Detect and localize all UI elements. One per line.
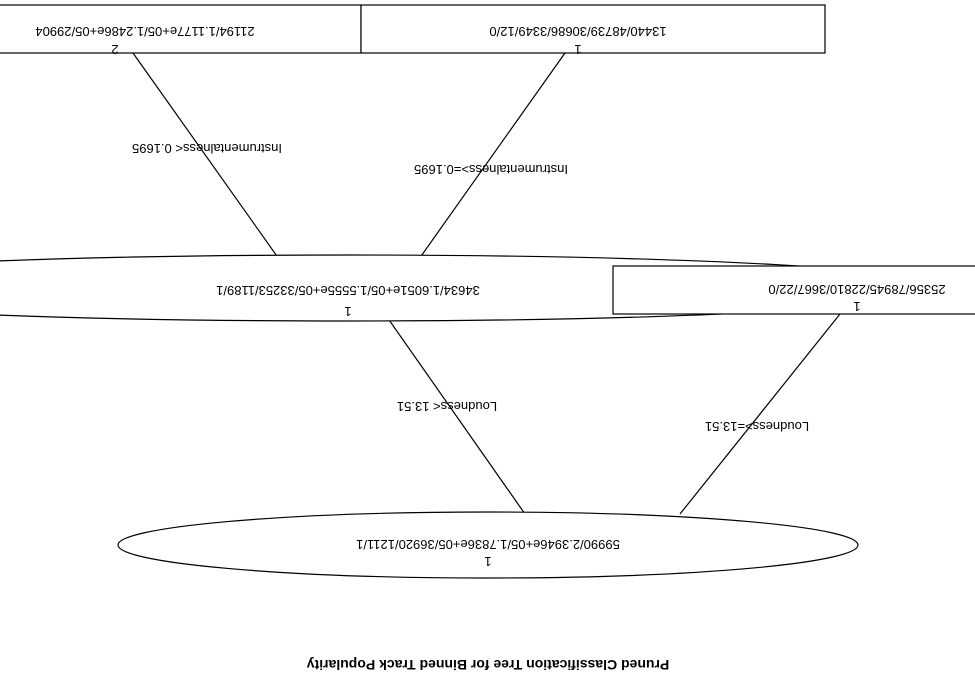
node-loudness-low-class: 1 [344, 304, 351, 319]
edge-root-to-loud-high [679, 313, 841, 515]
edge-loud-low-to-instr-high [418, 52, 566, 260]
node-loudness-high-class: 1 [853, 299, 860, 314]
node-loudness-low-stats: 34634/1.6051e+05/1.5555e+05/33253/1189/1 [216, 283, 480, 298]
edge-label-loudness-ge: Loudness>=13.51 [705, 419, 809, 434]
edge-label-instrumentalness-ge: Instrumentalness>=0.1695 [414, 162, 568, 177]
edge-loud-low-to-instr-low [132, 52, 280, 260]
edge-label-loudness-lt: Loudness< 13.51 [397, 399, 497, 414]
node-instrumentalness-high-stats: 13440/48739/30686/3349/12/0 [489, 24, 666, 39]
node-root: 1 59990/2.3946e+05/1.7836e+05/36920/1211… [117, 511, 859, 579]
node-root-stats: 59990/2.3946e+05/1.7836e+05/36920/1211/1 [356, 537, 620, 552]
node-instrumentalness-low: 2 21194/1.1177e+05/1.2486e+05/29904 [0, 4, 362, 57]
node-instrumentalness-low-stats: 21194/1.1177e+05/1.2486e+05/29904 [35, 24, 254, 39]
node-instrumentalness-high: 1 13440/48739/30686/3349/12/0 [360, 4, 826, 57]
node-loudness-high-stats: 25356/78945/22810/3667/22/0 [768, 282, 945, 297]
edge-label-instrumentalness-lt: Instrumentalness< 0.1695 [132, 141, 282, 156]
node-loudness-high: 1 25356/78945/22810/3667/22/0 [612, 265, 975, 315]
node-instrumentalness-low-class: 2 [111, 42, 118, 57]
node-instrumentalness-high-class: 1 [574, 42, 581, 57]
node-root-class: 1 [484, 554, 491, 569]
diagram-title: Pruned Classification Tree for Binned Tr… [307, 657, 670, 673]
edge-root-to-loud-low [372, 296, 526, 515]
